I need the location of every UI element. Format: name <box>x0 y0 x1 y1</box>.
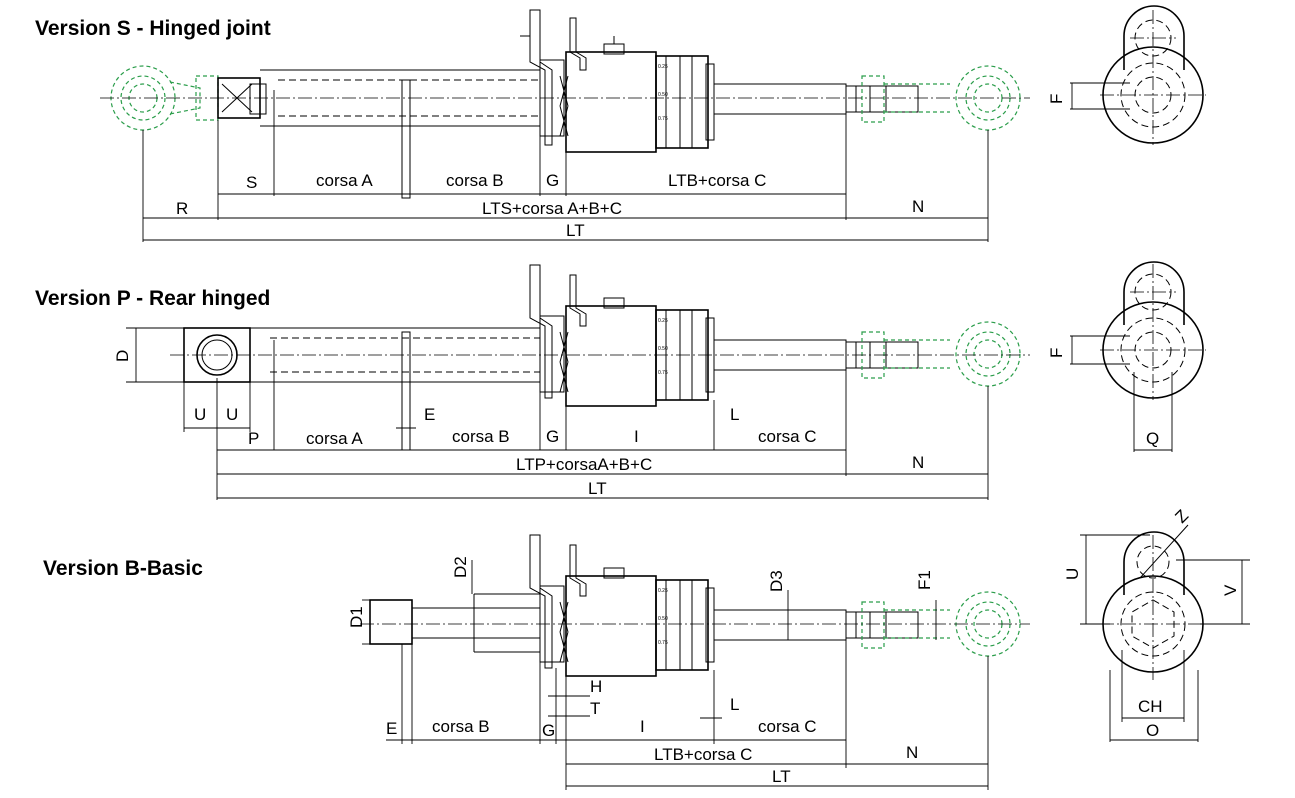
version-p-drawing: Version P - Rear hinged 0.25 0.50 0.75 <box>35 261 1206 500</box>
dim-b-l: L <box>730 695 739 714</box>
dim-s-ltb: LTB+corsa C <box>668 171 766 190</box>
svg-text:0.25: 0.25 <box>658 64 668 70</box>
svg-text:0.50: 0.50 <box>658 346 668 352</box>
side-view-s: F <box>1047 5 1206 145</box>
bracket-left-s <box>529 9 553 146</box>
dim-b-d1: D1 <box>347 606 366 628</box>
dim-p-u2: U <box>226 405 238 424</box>
dim-p-lt: LT <box>588 479 607 498</box>
dim-p-corsa-b: corsa B <box>452 427 510 446</box>
dim-p-f: F <box>1047 348 1066 358</box>
rear-cap-b <box>369 599 413 645</box>
svg-text:0.50: 0.50 <box>658 616 668 622</box>
dim-b-lt: LT <box>772 767 791 786</box>
svg-text:0.25: 0.25 <box>658 588 668 594</box>
dim-b-t: T <box>590 699 600 718</box>
dim-p-e: E <box>424 405 435 424</box>
dim-p-p: P <box>248 429 259 448</box>
version-b-title: Version B-Basic <box>43 557 203 580</box>
bracket-right-s <box>569 17 587 71</box>
dim-p-u1: U <box>194 405 206 424</box>
nut-housing-b <box>655 579 709 671</box>
dim-s-corsa-b: corsa B <box>446 171 504 190</box>
dim-p-corsa-c: corsa C <box>758 427 817 446</box>
side-view-b: U V Z CH O <box>1063 506 1250 742</box>
dim-s: S <box>246 173 257 192</box>
side-view-p: F Q <box>1047 261 1206 452</box>
rod-b <box>713 609 847 641</box>
version-b-drawing: Version B-Basic 0.25 0.50 0.75 <box>43 506 1250 790</box>
dim-p-l: L <box>730 405 739 424</box>
dim-p-g: G <box>546 427 559 446</box>
dim-s-corsa-a: corsa A <box>316 171 373 190</box>
dim-b-f1: F1 <box>915 570 934 590</box>
svg-text:0.25: 0.25 <box>658 318 668 324</box>
dim-b-v: V <box>1221 584 1240 596</box>
svg-text:0.75: 0.75 <box>658 370 668 376</box>
dim-p-n: N <box>912 453 924 472</box>
dim-b-o: O <box>1146 721 1159 740</box>
stroke-stop-p <box>401 331 411 451</box>
dim-b-d2: D2 <box>451 556 470 578</box>
dim-s-g: G <box>546 171 559 190</box>
dim-b-e: E <box>386 719 397 738</box>
dim-s-n: N <box>912 197 924 216</box>
dim-b-u: U <box>1063 568 1082 580</box>
version-s-title: Version S - Hinged joint <box>35 17 271 40</box>
stroke-stop-s <box>401 79 411 199</box>
dim-p-corsa-a: corsa A <box>306 429 363 448</box>
rod-s <box>713 83 847 115</box>
dim-p-d: D <box>113 350 132 362</box>
version-p-title: Version P - Rear hinged <box>35 287 270 310</box>
dim-b-d3: D3 <box>767 570 786 592</box>
dim-b-g: G <box>542 721 555 740</box>
dim-s-lt: LT <box>566 221 585 240</box>
version-s-drawing: Version S - Hinged joint <box>35 5 1206 242</box>
svg-text:0.75: 0.75 <box>658 640 668 646</box>
dim-s-lts: LTS+corsa A+B+C <box>482 199 622 218</box>
dim-b-n: N <box>906 743 918 762</box>
dim-s-f: F <box>1047 94 1066 104</box>
dim-b-corsa-c: corsa C <box>758 717 817 736</box>
dim-b-h: H <box>590 677 602 696</box>
dim-b-ch: CH <box>1138 697 1163 716</box>
dim-p-q: Q <box>1146 429 1159 448</box>
dim-b-z: Z <box>1171 506 1192 527</box>
dim-b-corsa-b: corsa B <box>432 717 490 736</box>
svg-text:0.75: 0.75 <box>658 116 668 122</box>
rod-thread-s <box>845 85 919 113</box>
dim-s-r: R <box>176 199 188 218</box>
nut-housing-s <box>655 55 709 149</box>
dim-p-ltp: LTP+corsaA+B+C <box>516 455 652 474</box>
dim-p-i: I <box>634 427 639 446</box>
svg-text:0.50: 0.50 <box>658 92 668 98</box>
dim-b-ltb: LTB+corsa C <box>654 745 752 764</box>
dim-b-i: I <box>640 717 645 736</box>
